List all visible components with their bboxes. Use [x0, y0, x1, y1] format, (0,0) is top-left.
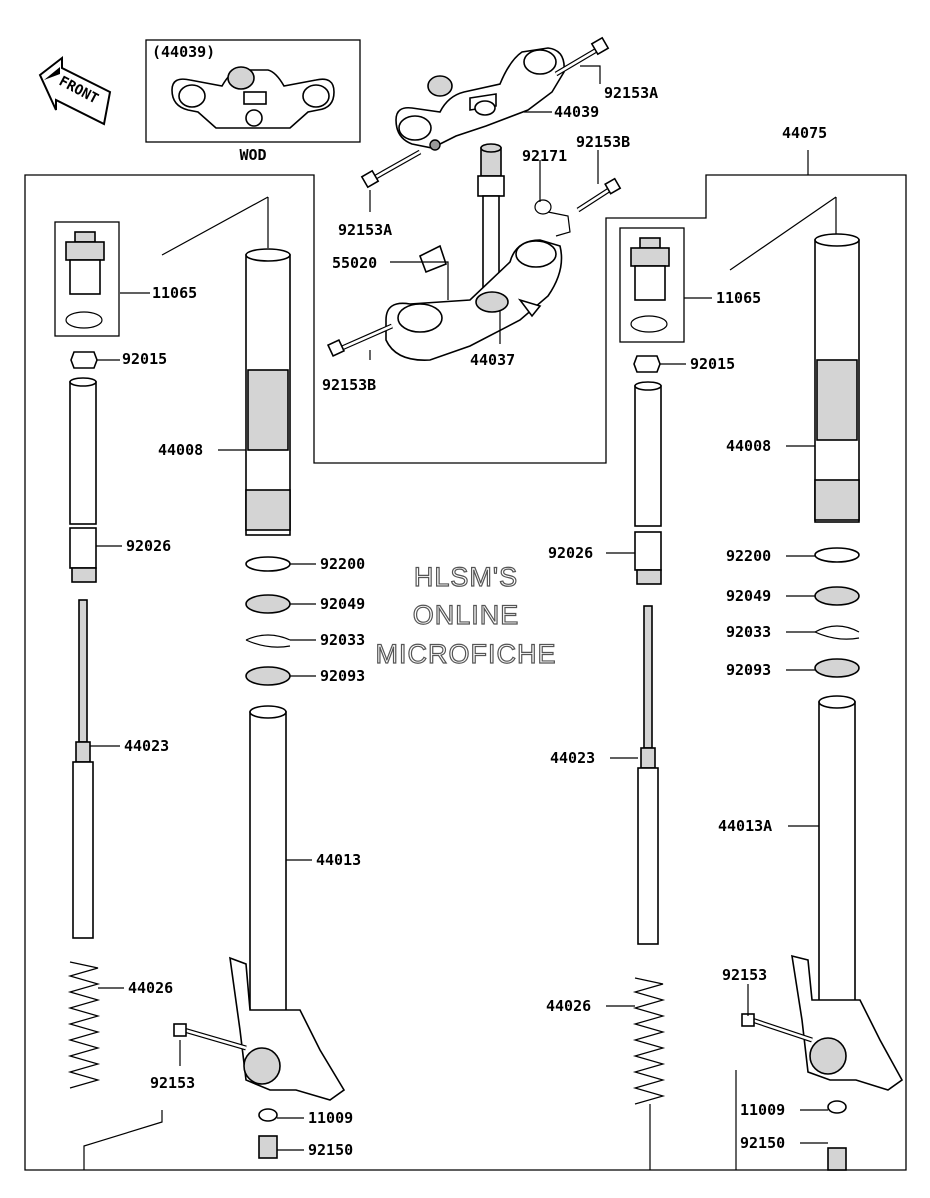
steering-stem-drawing — [477, 143, 505, 307]
watermark-line3: MICROFICHE — [376, 639, 557, 669]
callout-right-spring: 44026 — [546, 997, 591, 1015]
callout-right-bottom-bolt: 92150 — [740, 1134, 785, 1152]
right-bottom-bolt-drawing — [827, 1147, 847, 1171]
callout-right-outer-tube: 44008 — [726, 437, 771, 455]
callout-left-inner-tube: 44013 — [316, 851, 361, 869]
front-arrow-icon: FRONT — [38, 55, 112, 126]
bolt-lower-left-drawing — [326, 323, 394, 358]
callout-right-gasket: 11009 — [740, 1101, 785, 1119]
right-nut-drawing — [633, 355, 661, 373]
callout-right-washer: 92200 — [726, 547, 771, 565]
right-inner-tube-drawing — [791, 695, 904, 1091]
callout-left-dust-seal: 92093 — [320, 667, 365, 685]
callout-left-axle-bolt: 92153 — [150, 1074, 195, 1092]
callout-left-oil-seal: 92049 — [320, 595, 365, 613]
left-seals-drawing — [245, 556, 291, 686]
watermark-line2: ONLINE — [413, 600, 520, 630]
callout-left-circlip: 92033 — [320, 631, 365, 649]
left-damper-drawing — [72, 599, 94, 939]
right-seals-drawing — [814, 547, 860, 678]
right-outer-tube-drawing — [814, 233, 860, 523]
right-fork-cap-drawing — [619, 227, 685, 343]
callout-right-collar: 92026 — [548, 544, 593, 562]
callout-left-gasket: 11009 — [308, 1109, 353, 1127]
callout-right-assembly: 44075 — [782, 124, 827, 142]
callout-left-cap: 11065 — [152, 284, 197, 302]
callout-bolt-right: 92153B — [576, 133, 630, 151]
callout-labels: 92153A 44039 44075 92153B 92171 92153A 5… — [122, 84, 827, 1159]
left-nut-drawing — [70, 351, 98, 369]
right-spring-drawing — [632, 977, 666, 1105]
bolt-upper-left-drawing — [360, 149, 422, 189]
callout-clip: 92171 — [522, 147, 567, 165]
callout-label-plate: 55020 — [332, 254, 377, 272]
main-frame — [24, 174, 907, 1171]
clip-drawing — [534, 199, 571, 237]
left-outer-tube-drawing — [245, 248, 291, 536]
left-axle-bolt-drawing — [173, 1023, 247, 1051]
callout-left-damper: 44023 — [124, 737, 169, 755]
callout-right-dust-seal: 92093 — [726, 661, 771, 679]
left-gasket-drawing — [258, 1108, 278, 1122]
bolt-stem-right-drawing — [576, 177, 622, 213]
callout-right-inner-tube: 44013A — [718, 817, 772, 835]
inset-part-number: (44039) — [152, 43, 215, 61]
callout-stem-bracket: 44037 — [470, 351, 515, 369]
callout-right-oil-seal: 92049 — [726, 587, 771, 605]
inset-box: (44039) WOD — [145, 39, 361, 164]
upper-bracket-drawing — [395, 47, 565, 151]
callout-right-nut: 92015 — [690, 355, 735, 373]
watermark: HLSM'S ONLINE MICROFICHE — [375, 561, 557, 669]
right-collar-drawing — [634, 381, 662, 585]
left-spring-drawing — [67, 961, 101, 1089]
callout-left-upper-bolt: 92153A — [338, 221, 392, 239]
left-collar-drawing — [69, 377, 97, 583]
bolt-top-right-drawing — [554, 36, 610, 77]
callout-right-axle-bolt: 92153 — [722, 966, 767, 984]
watermark-line1: HLSM'S — [414, 562, 518, 592]
callout-left-washer: 92200 — [320, 555, 365, 573]
right-damper-drawing — [637, 605, 659, 945]
callout-left-outer-tube: 44008 — [158, 441, 203, 459]
inset-caption: WOD — [239, 146, 266, 164]
inset-bracket-drawing — [171, 66, 335, 129]
callout-upper-bracket: 44039 — [554, 103, 599, 121]
left-fork-cap-drawing — [54, 221, 120, 337]
callout-right-circlip: 92033 — [726, 623, 771, 641]
label-plate-drawing — [418, 244, 447, 274]
callout-right-damper: 44023 — [550, 749, 595, 767]
lower-bracket-drawing — [385, 239, 563, 361]
callout-left-spring: 44026 — [128, 979, 173, 997]
left-bottom-bolt-drawing — [258, 1135, 278, 1159]
callout-right-cap: 11065 — [716, 289, 761, 307]
callout-left-collar: 92026 — [126, 537, 171, 555]
callout-left-bottom-bolt: 92150 — [308, 1141, 353, 1159]
leader-lines — [83, 65, 837, 1170]
callout-left-nut: 92015 — [122, 350, 167, 368]
callout-left-lower-bolt: 92153B — [322, 376, 376, 394]
left-inner-tube-drawing — [229, 705, 346, 1101]
callout-top-bracket-bolt: 92153A — [604, 84, 658, 102]
right-gasket-drawing — [827, 1100, 847, 1114]
